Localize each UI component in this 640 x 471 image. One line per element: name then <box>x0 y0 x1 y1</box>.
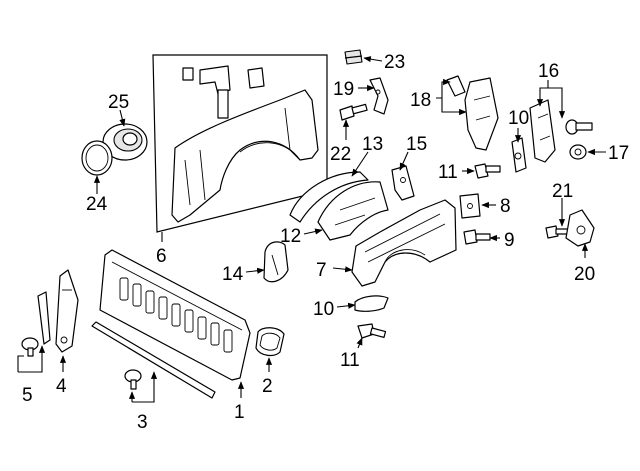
callout-10-upper: 10 <box>508 108 529 129</box>
callout-20: 20 <box>574 264 595 285</box>
callout-11-lower: 11 <box>340 350 360 371</box>
callout-3: 3 <box>137 412 148 433</box>
callout-9: 9 <box>504 230 515 251</box>
callout-5: 5 <box>22 385 33 406</box>
callout-8: 8 <box>500 196 511 217</box>
callout-13: 13 <box>362 134 383 155</box>
callout-labels: 1 2 3 4 5 6 7 8 9 10 10 11 11 12 13 14 1… <box>22 52 629 433</box>
tailgate <box>99 249 251 381</box>
callout-23: 23 <box>384 52 405 73</box>
callout-15: 15 <box>406 134 427 155</box>
bed-side-inner-panel-group <box>152 54 328 233</box>
callout-16: 16 <box>538 61 559 82</box>
callout-24: 24 <box>86 194 108 215</box>
bracket-14 <box>263 241 289 283</box>
wheelhouse-liner <box>289 171 369 223</box>
callout-17: 17 <box>608 143 629 164</box>
callout-10-lower: 10 <box>313 299 334 320</box>
callout-7: 7 <box>316 260 327 281</box>
bolt-9 <box>463 229 491 245</box>
callout-22: 22 <box>330 144 351 165</box>
leader-lines <box>17 56 606 403</box>
bolt-11-lower <box>357 323 387 339</box>
callout-21: 21 <box>552 181 573 202</box>
callout-11-upper: 11 <box>438 162 458 183</box>
callout-6: 6 <box>156 246 167 267</box>
plate-8 <box>459 193 481 219</box>
callout-19: 19 <box>333 79 354 100</box>
clip-part <box>344 49 363 65</box>
inner-wheelhouse <box>317 181 389 241</box>
callout-14: 14 <box>222 264 244 285</box>
trim-5 <box>37 291 51 345</box>
hinge-20 <box>565 209 595 247</box>
callout-4: 4 <box>56 376 67 397</box>
bed-side-outer-panel <box>351 199 457 287</box>
small-bracket <box>369 77 389 115</box>
fastener-3 <box>124 369 142 390</box>
trim-strip <box>91 321 216 399</box>
bolt-11-upper <box>474 163 501 179</box>
fuel-door <box>81 140 113 176</box>
callout-18: 18 <box>410 90 431 111</box>
bolt-22 <box>339 103 368 121</box>
tailgate-support-4 <box>55 269 79 353</box>
callout-12: 12 <box>280 226 301 247</box>
handle-bezel <box>255 327 285 357</box>
callout-25: 25 <box>108 92 129 113</box>
bracket-10-upper <box>511 137 527 173</box>
bolt-16 <box>565 119 593 135</box>
callout-1: 1 <box>234 402 245 423</box>
fastener-5 <box>21 337 39 357</box>
bracket-15 <box>391 165 415 201</box>
rear-bracket-16 <box>529 99 556 163</box>
callout-2: 2 <box>262 376 273 397</box>
bracket-10-lower <box>354 295 389 312</box>
stake-pocket-bracket <box>446 75 499 151</box>
nut-17 <box>569 144 587 160</box>
bolt-21 <box>545 225 569 239</box>
